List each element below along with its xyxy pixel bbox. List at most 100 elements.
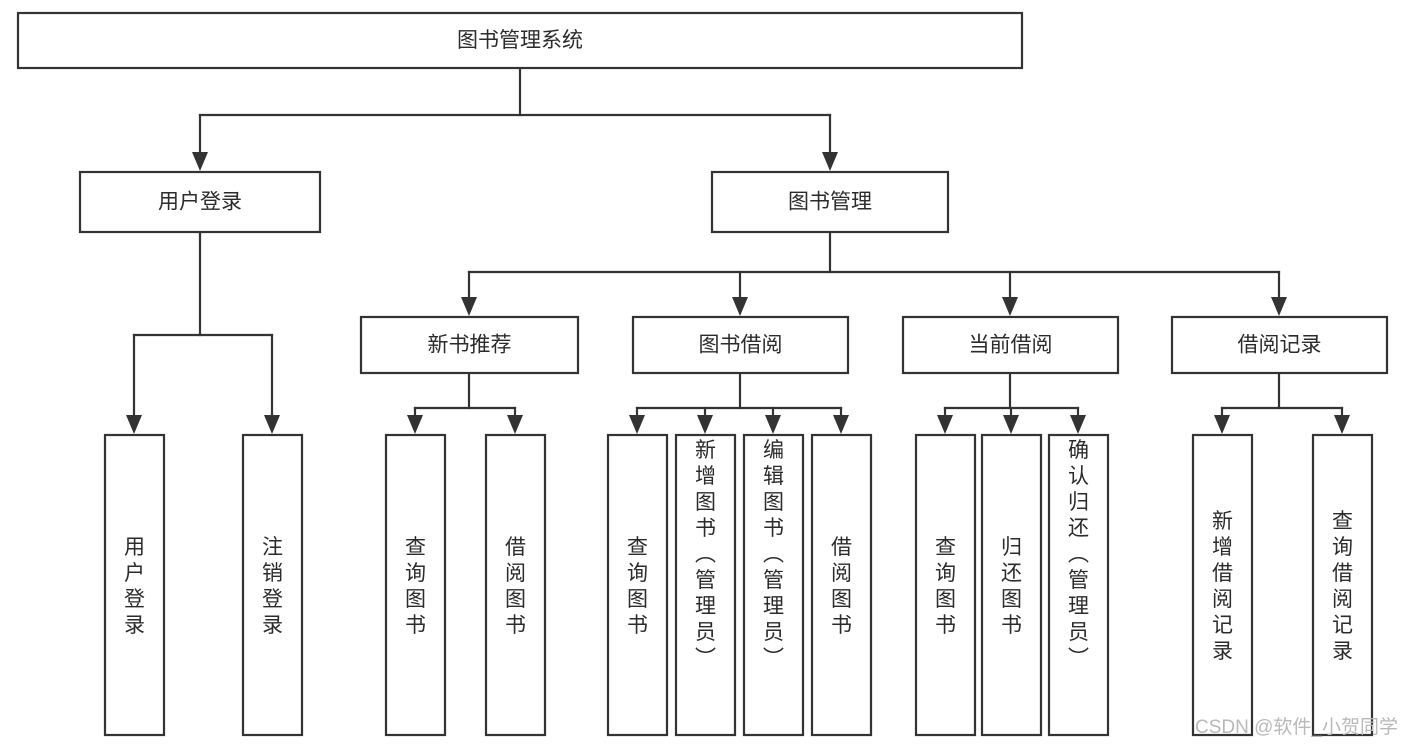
label-char: 新 — [1212, 510, 1233, 533]
label-char: 书 — [1001, 614, 1022, 637]
arrow-head-icon — [1334, 415, 1350, 434]
node-leaf-borrow-book-recommend[interactable]: 借阅图书 — [484, 433, 547, 737]
label-char: 阅 — [1332, 588, 1353, 611]
label-char: 图 — [505, 588, 526, 611]
leaf-node-label: 查询图书 — [405, 536, 426, 637]
label-char: 书 — [695, 517, 716, 540]
node-book-management[interactable]: 图书管理 — [710, 170, 950, 234]
label-char: 阅 — [1212, 588, 1233, 611]
label-char: 还 — [1001, 562, 1022, 585]
leaf-node-box[interactable] — [606, 433, 669, 737]
node-leaf-confirm-return-admin[interactable]: 确认归还︵管理员︶ — [1047, 433, 1110, 737]
label-char: ︵ — [763, 543, 784, 566]
node-book-borrow[interactable]: 图书借阅 — [631, 315, 850, 375]
leaf-node-box[interactable] — [241, 433, 304, 737]
label-char: 新 — [695, 439, 716, 462]
leaf-node-label: 借阅图书 — [831, 536, 852, 637]
leaf-node-box[interactable] — [1047, 433, 1110, 737]
leaf-node-box[interactable] — [742, 433, 805, 737]
label-char: ︶ — [763, 647, 784, 670]
node-leaf-edit-book-admin[interactable]: 编辑图书︵管理员︶ — [742, 433, 805, 737]
leaf-node-box[interactable] — [810, 433, 873, 737]
arrow-head-icon — [1002, 297, 1018, 316]
label-char: 书 — [405, 614, 426, 637]
arrow-head-icon — [937, 415, 953, 434]
arrow-head-icon — [765, 415, 781, 434]
label-char: 图 — [763, 491, 784, 514]
label-char: 书 — [831, 614, 852, 637]
label-char: 归 — [1068, 491, 1089, 514]
label-char: 阅 — [831, 562, 852, 585]
node-new-book-recommend[interactable]: 新书推荐 — [359, 315, 580, 375]
label-char: 辑 — [763, 465, 784, 488]
label-char: 管 — [763, 569, 784, 592]
level3-node-box[interactable] — [359, 315, 580, 375]
node-current-borrow[interactable]: 当前借阅 — [901, 315, 1120, 375]
label-char: 员 — [1068, 621, 1089, 644]
node-user-login[interactable]: 用户登录 — [78, 170, 322, 234]
leaf-node-box[interactable] — [914, 433, 977, 737]
node-leaf-logout[interactable]: 注销登录 — [241, 433, 304, 737]
label-char: ︶ — [1068, 647, 1089, 670]
level3-node-box[interactable] — [631, 315, 850, 375]
leaf-node-label: 新增图书︵管理员︶ — [695, 439, 716, 670]
leaf-node-label: 借阅图书 — [505, 536, 526, 637]
label-char: 记 — [1212, 614, 1233, 637]
leaf-node-box[interactable] — [384, 433, 447, 737]
label-char: 编 — [763, 439, 784, 462]
node-leaf-query-book-borrow[interactable]: 查询图书 — [606, 433, 669, 737]
root-node-box[interactable] — [16, 11, 1024, 70]
arrow-head-icon — [822, 152, 838, 171]
level2-node-label: 图书管理 — [788, 191, 872, 214]
connector-edge-root-bus — [192, 66, 838, 171]
label-char: 图 — [695, 491, 716, 514]
node-leaf-add-borrow-record[interactable]: 新增借阅记录 — [1191, 433, 1254, 737]
node-leaf-query-borrow-record[interactable]: 查询借阅记录 — [1311, 433, 1374, 737]
label-char: 书 — [763, 517, 784, 540]
node-root[interactable]: 图书管理系统 — [16, 11, 1024, 70]
arrow-head-icon — [507, 415, 523, 434]
label-char: 图 — [627, 588, 648, 611]
leaf-node-label: 查询借阅记录 — [1332, 510, 1353, 663]
arrow-head-icon — [1003, 415, 1019, 434]
connectors-layer — [126, 66, 1350, 434]
label-char: 注 — [262, 536, 283, 559]
level2-node-box[interactable] — [78, 170, 322, 234]
node-leaf-query-book-current[interactable]: 查询图书 — [914, 433, 977, 737]
node-leaf-user-login[interactable]: 用户登录 — [103, 433, 166, 737]
arrow-head-icon — [1271, 297, 1287, 316]
label-char: 登 — [124, 588, 145, 611]
label-char: ︵ — [1068, 543, 1089, 566]
label-char: 录 — [262, 614, 283, 637]
node-leaf-return-book[interactable]: 归还图书 — [980, 433, 1043, 737]
connector-edge-borrow-record-bus — [1214, 371, 1350, 434]
level2-node-box[interactable] — [710, 170, 950, 234]
level3-node-box[interactable] — [1170, 315, 1389, 375]
leaf-node-box[interactable] — [484, 433, 547, 737]
leaf-node-box[interactable] — [1191, 433, 1254, 737]
node-borrow-record[interactable]: 借阅记录 — [1170, 315, 1389, 375]
node-leaf-add-book-admin[interactable]: 新增图书︵管理员︶ — [674, 433, 737, 737]
label-char: 图 — [831, 588, 852, 611]
arrow-head-icon — [833, 415, 849, 434]
leaf-node-box[interactable] — [980, 433, 1043, 737]
leaf-node-box[interactable] — [103, 433, 166, 737]
label-char: 员 — [695, 621, 716, 644]
level3-node-label: 图书借阅 — [699, 334, 783, 357]
label-char: 理 — [1068, 595, 1089, 618]
label-char: 归 — [1001, 536, 1022, 559]
label-char: 询 — [1332, 536, 1353, 559]
node-leaf-borrow-book[interactable]: 借阅图书 — [810, 433, 873, 737]
label-char: 书 — [935, 614, 956, 637]
label-char: 录 — [1332, 640, 1353, 663]
leaf-node-label: 注销登录 — [262, 536, 283, 637]
connector-edge-book-management-bus — [461, 230, 1287, 316]
node-leaf-query-book-recommend[interactable]: 查询图书 — [384, 433, 447, 737]
leaf-node-label: 归还图书 — [1001, 536, 1022, 637]
label-char: ︶ — [695, 647, 716, 670]
leaf-node-box[interactable] — [674, 433, 737, 737]
label-char: 用 — [124, 536, 145, 559]
label-char: 管 — [1068, 569, 1089, 592]
leaf-node-box[interactable] — [1311, 433, 1374, 737]
level3-node-box[interactable] — [901, 315, 1120, 375]
